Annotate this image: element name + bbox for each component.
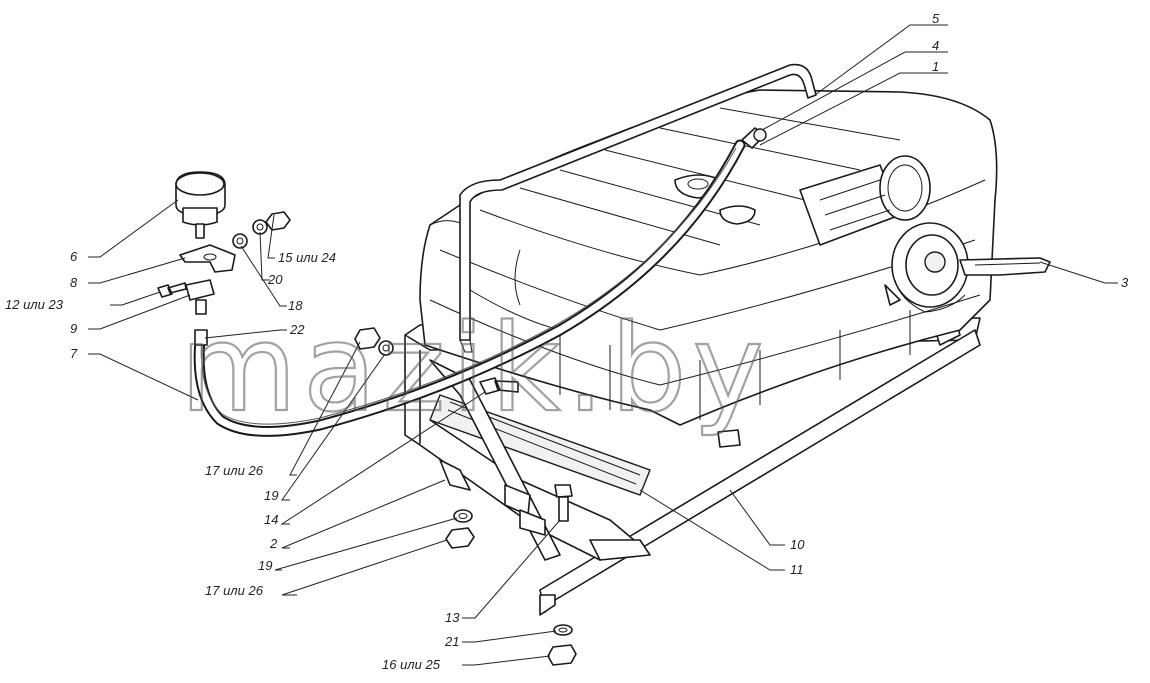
- bolt-14: [479, 377, 519, 395]
- ventilation-valve: [884, 222, 969, 313]
- label-16: 16 или 25: [382, 657, 441, 672]
- leader-20: [259, 231, 270, 281]
- leader-18: [240, 245, 287, 307]
- leader-lines: [88, 24, 1118, 666]
- fitting-9: [185, 279, 215, 301]
- leader-22: [204, 329, 287, 339]
- clamp-strap: [459, 63, 817, 353]
- label-4: 4: [932, 38, 939, 53]
- leader-16: [462, 655, 551, 666]
- bolt-13: [554, 484, 573, 498]
- leader-4: [761, 51, 948, 131]
- washer-19-lower: [453, 509, 473, 523]
- leader-6: [88, 199, 179, 258]
- bolt-12: [157, 282, 187, 298]
- bracket-3: [959, 257, 1051, 276]
- label-13: 13: [445, 610, 460, 625]
- bracket-8: [179, 244, 236, 273]
- label-17-lower: 17 или 26: [205, 583, 264, 598]
- leader-12: [110, 291, 161, 306]
- label-22: 22: [289, 322, 305, 337]
- label-6: 6: [70, 249, 78, 264]
- leader-19-lower: [274, 517, 458, 571]
- label-18: 18: [288, 298, 303, 313]
- leader-10: [729, 489, 785, 546]
- label-15: 15 или 24: [278, 250, 336, 265]
- label-2: 2: [269, 536, 278, 551]
- label-7: 7: [70, 346, 78, 361]
- label-8: 8: [70, 275, 78, 290]
- washer-19-upper: [378, 340, 394, 356]
- leader-17-lower: [281, 539, 448, 596]
- mount-bolt-rear: [717, 429, 741, 448]
- leader-17-upper: [289, 341, 361, 476]
- nut-15: [265, 211, 291, 231]
- label-20: 20: [267, 272, 283, 287]
- watermark: mazik.by: [180, 300, 770, 439]
- callout-labels: 5 4 1 3 6 8 12 или 23 9 7 15 или 24 20 1…: [5, 11, 1129, 672]
- leader-14: [280, 391, 486, 525]
- nut-17-lower: [445, 527, 475, 549]
- label-14: 14: [264, 512, 278, 527]
- leader-5: [814, 24, 948, 96]
- label-19-lower: 19: [258, 558, 272, 573]
- leader-2: [281, 479, 446, 549]
- nut-17-upper: [354, 327, 381, 350]
- washer-18: [232, 233, 248, 249]
- leader-15: [267, 214, 275, 259]
- label-10: 10: [790, 537, 805, 552]
- label-21: 21: [444, 634, 459, 649]
- label-5: 5: [932, 11, 940, 26]
- leader-1: [759, 72, 948, 146]
- washer-21: [553, 624, 573, 636]
- label-17-upper: 17 или 26: [205, 463, 264, 478]
- fastener-parts: [157, 171, 741, 666]
- leader-11: [639, 489, 785, 571]
- leader-21: [462, 630, 557, 643]
- label-11: 11: [790, 562, 804, 577]
- label-9: 9: [70, 321, 77, 336]
- leader-7: [88, 353, 199, 401]
- label-3: 3: [1121, 275, 1129, 290]
- leader-3: [1039, 261, 1118, 284]
- fuel-hose: [193, 127, 767, 437]
- label-1: 1: [932, 59, 939, 74]
- label-19-upper: 19: [264, 488, 278, 503]
- leader-13: [462, 519, 561, 619]
- leader-9: [88, 294, 191, 330]
- filler-neck: [799, 155, 931, 246]
- washer-20: [252, 219, 268, 235]
- leader-19-upper: [281, 353, 386, 501]
- label-12: 12 или 23: [5, 297, 64, 312]
- leader-8: [88, 257, 186, 284]
- nut-16: [547, 644, 577, 666]
